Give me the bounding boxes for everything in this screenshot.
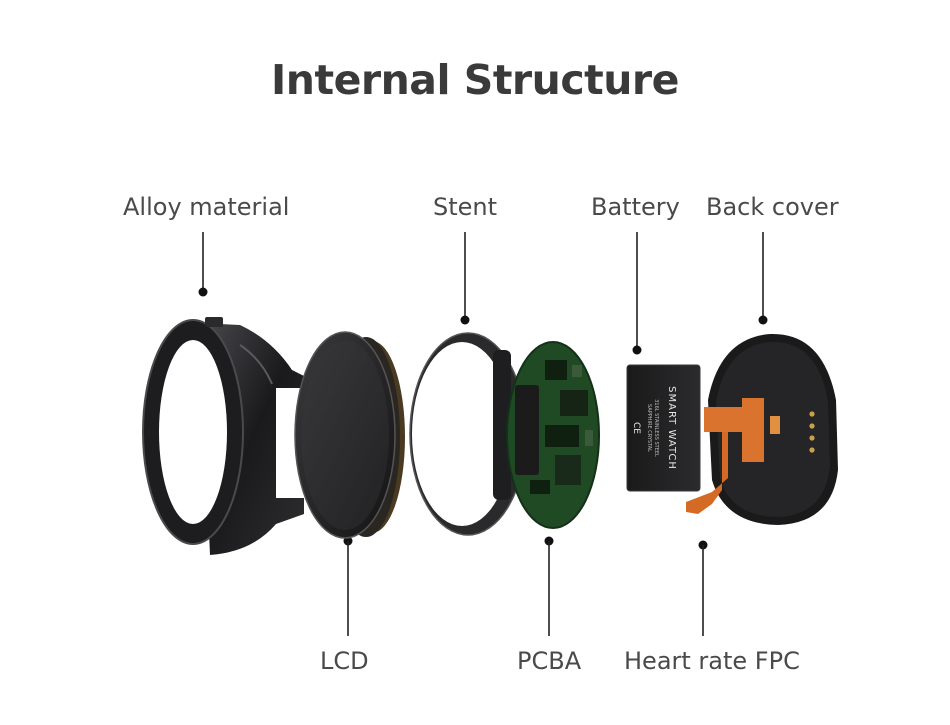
label-heart-rate-fpc: Heart rate FPC xyxy=(624,647,800,675)
battery-brand-text: SMART WATCH xyxy=(666,386,677,470)
battery-marks-text: CE xyxy=(631,422,641,434)
label-pcba: PCBA xyxy=(517,647,582,675)
battery-cell: SMART WATCH 316L STAINLESS STEEL SAPPHIR… xyxy=(626,364,701,492)
lcd-panel xyxy=(294,331,405,539)
label-battery: Battery xyxy=(591,193,680,221)
label-lcd: LCD xyxy=(320,647,369,675)
battery-line1-text: 316L STAINLESS STEEL xyxy=(653,399,659,457)
alloy-case xyxy=(142,317,304,555)
label-stent: Stent xyxy=(433,193,498,221)
pcba-board xyxy=(506,341,600,529)
heart-rate-fpc xyxy=(686,398,780,514)
leader-back-cover xyxy=(758,232,768,325)
leader-pcba xyxy=(544,536,554,636)
page-title: Internal Structure xyxy=(271,56,679,104)
battery-line2-text: SAPPHIRE CRYSTAL xyxy=(646,404,652,452)
leader-battery xyxy=(632,232,642,355)
label-alloy-material: Alloy material xyxy=(123,193,290,221)
leader-alloy-material xyxy=(198,232,208,297)
label-back-cover: Back cover xyxy=(706,193,839,221)
leader-heart-rate-fpc xyxy=(698,540,708,636)
leader-stent xyxy=(460,232,470,325)
leader-lcd xyxy=(343,536,353,636)
stent-ring xyxy=(409,332,527,536)
